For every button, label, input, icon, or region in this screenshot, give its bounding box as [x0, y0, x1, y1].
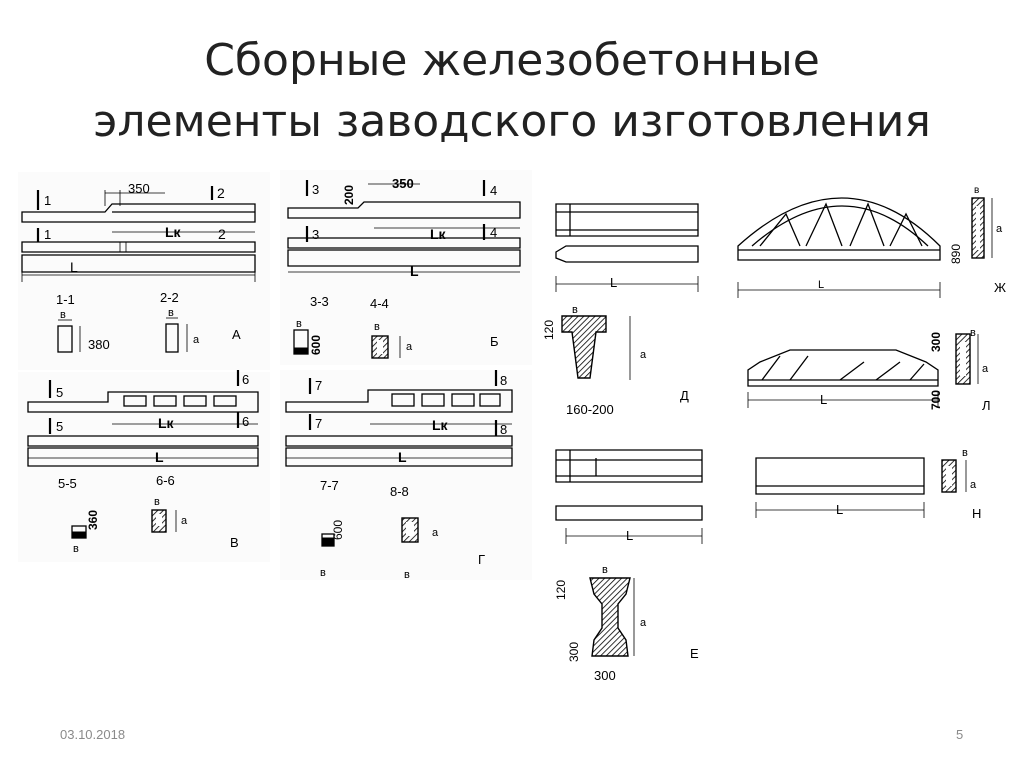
svg-text:в: в [154, 496, 160, 508]
dim-380: 380 [88, 337, 110, 352]
label-l-b: L [410, 263, 419, 279]
section-1-1: 1-1 [56, 292, 75, 307]
svg-text:4: 4 [490, 225, 497, 240]
label-1-bottom: 1 [44, 227, 51, 242]
panel-letter-b: Б [490, 334, 499, 349]
svg-text:в: в [60, 309, 66, 321]
svg-text:6: 6 [242, 372, 249, 387]
label-l-e: L [626, 528, 633, 543]
svg-text:а: а [406, 341, 413, 353]
label-l-l: L [820, 392, 827, 407]
label-2-bottom: 2 [218, 226, 226, 242]
svg-text:в: в [602, 564, 608, 576]
svg-text:в: в [168, 307, 174, 319]
section-3-3: 3-3 [310, 294, 329, 309]
svg-text:а: а [640, 617, 647, 629]
dim-350-a: 350 [128, 181, 150, 196]
svg-text:3: 3 [312, 182, 319, 197]
label-l-g: L [398, 449, 407, 465]
dim-600-g: 600 [331, 520, 345, 540]
svg-text:4: 4 [490, 183, 497, 198]
dim-300-e-side: 300 [567, 642, 581, 662]
section-7-7: 7-7 [320, 478, 339, 493]
slide-title: Сборные железобетонные элементы заводско… [0, 30, 1024, 152]
panel-letter-n: Н [972, 506, 981, 521]
svg-text:в: в [970, 327, 976, 339]
label-l-d: L [610, 275, 617, 290]
panel-letter-g: Г [478, 552, 485, 567]
svg-text:в: в [572, 304, 578, 316]
dim-600-b: 600 [309, 335, 323, 355]
svg-text:5: 5 [56, 419, 63, 434]
panel-n: L в а Н [755, 447, 981, 521]
svg-text:в: в [404, 569, 410, 581]
section-2-2: 2-2 [160, 290, 179, 305]
label-2-top: 2 [217, 185, 225, 201]
dim-200-b: 200 [342, 185, 356, 205]
label-lk-g: Lк [432, 417, 449, 433]
svg-text:3: 3 [312, 227, 319, 242]
svg-text:в: в [73, 543, 79, 555]
dim-160-200: 160-200 [566, 402, 614, 417]
svg-text:5: 5 [56, 385, 63, 400]
dim-700-l: 700 [929, 390, 943, 410]
panel-letter-zh: Ж [994, 280, 1006, 295]
svg-text:в: в [320, 567, 326, 579]
svg-text:8: 8 [500, 422, 507, 437]
label-lk-a: Lк [165, 224, 182, 240]
panel-letter-a: А [232, 327, 241, 342]
section-6-6: 6-6 [156, 473, 175, 488]
label-lk-b: Lк [430, 226, 447, 242]
section-8-8: 8-8 [390, 484, 409, 499]
svg-text:а: а [970, 479, 977, 491]
svg-text:а: а [996, 223, 1003, 235]
svg-text:а: а [193, 334, 200, 346]
panel-zh: L 890 в а Ж [737, 185, 1006, 298]
svg-text:в: в [374, 321, 380, 333]
title-line-1: Сборные железобетонные [204, 35, 820, 86]
panel-g: 7 7 8 8 Lк L 7-7 8-8 в 600 в а Г [280, 370, 532, 581]
dim-120-e: 120 [554, 580, 568, 600]
panel-letter-e: Е [690, 646, 699, 661]
svg-text:8: 8 [500, 373, 507, 388]
label-l-n: L [836, 502, 843, 517]
svg-text:в: в [296, 318, 302, 330]
label-lk-v: Lк [158, 415, 175, 431]
label-l-a: L [70, 259, 78, 275]
svg-text:7: 7 [315, 416, 322, 431]
label-l-v: L [155, 449, 164, 465]
svg-text:7: 7 [315, 378, 322, 393]
svg-text:6: 6 [242, 414, 249, 429]
panel-l: L 300 700 в а Л [747, 327, 991, 413]
panel-a: 1 1 2 2 350 Lк L 1-1 2-2 в 380 в а А [18, 172, 270, 370]
panel-e: L в 120 300 а 300 Е [554, 449, 703, 683]
svg-text:а: а [640, 349, 647, 361]
svg-text:а: а [432, 527, 439, 539]
dim-360: 360 [86, 510, 100, 530]
slide-date: 03.10.2018 [60, 727, 126, 742]
panel-b: 3 3 4 4 200 350 Lк L 3-3 4-4 в 600 в а Б [280, 170, 532, 365]
dim-120-d: 120 [542, 320, 556, 340]
svg-text:в: в [974, 185, 979, 196]
svg-text:в: в [962, 447, 968, 459]
section-4-4: 4-4 [370, 296, 389, 311]
panel-v: 5 5 6 6 Lк L 5-5 6-6 в 360 в а В [18, 370, 270, 562]
dim-350-b: 350 [392, 176, 414, 191]
dim-890: 890 [949, 244, 963, 264]
svg-text:а: а [982, 363, 989, 375]
slide-page-number: 5 [956, 727, 964, 742]
panel-letter-d: Д [680, 388, 689, 403]
svg-text:а: а [181, 515, 188, 527]
dim-300-l: 300 [929, 332, 943, 352]
title-line-2: элементы заводского изготовления [93, 96, 931, 147]
panel-d: L в 120 а 160-200 Д [542, 203, 699, 417]
label-1-top: 1 [44, 193, 51, 208]
section-5-5: 5-5 [58, 476, 77, 491]
panel-letter-l: Л [982, 398, 991, 413]
dim-300-e-bottom: 300 [594, 668, 616, 683]
label-l-zh: L [818, 279, 824, 291]
panel-letter-v: В [230, 535, 239, 550]
